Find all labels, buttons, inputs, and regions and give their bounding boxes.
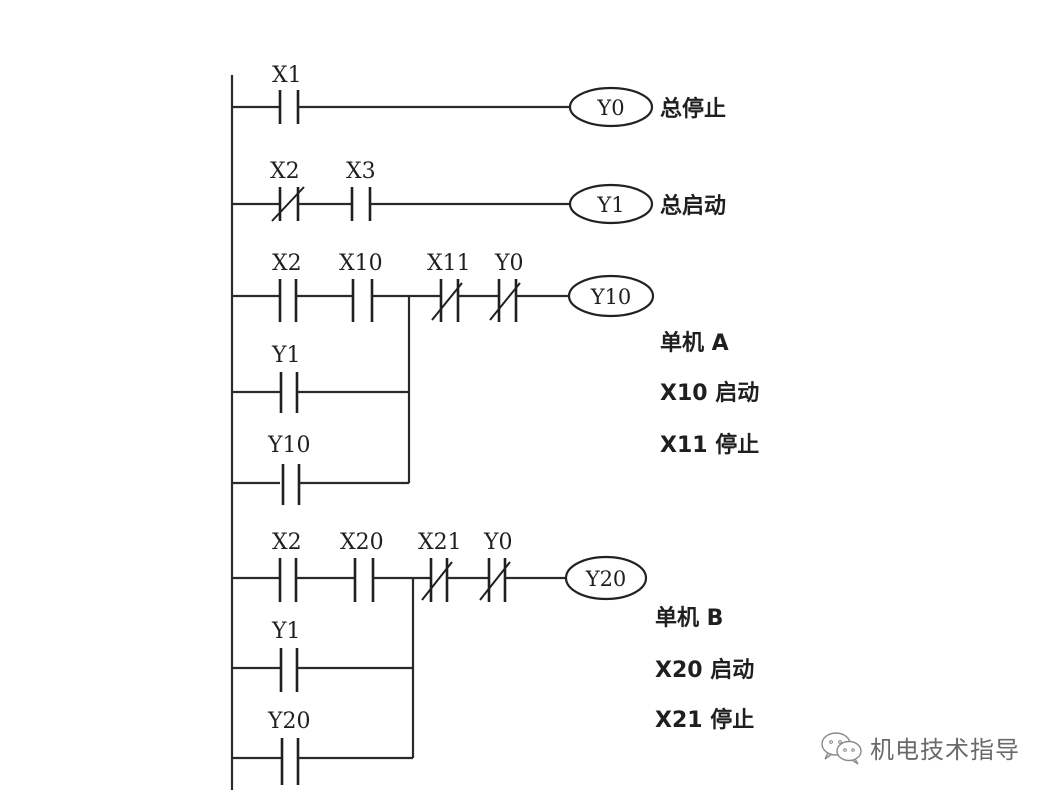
coil-label: Y0 [596,96,624,120]
coil-y10 [567,274,655,318]
coil-label: Y20 [585,567,627,591]
rung-3: X2 X10 X11 Y0 Y10 Y1 [232,251,759,505]
contact-label: Y1 [271,343,301,368]
contact-nc-x11 [431,279,463,322]
coil-label: Y10 [590,285,632,309]
branch-contact-no-y20 [280,738,300,785]
contact-label: X21 [418,530,462,555]
contact-label: Y20 [267,709,311,734]
branch-contact-no-y1 [279,372,299,413]
contact-label: Y10 [267,433,311,458]
rung-note: 总启动 [660,193,726,219]
rung-note: 单机 B [655,606,723,631]
rung-note: X21 停止 [655,707,754,733]
rung-note: 单机 A [660,331,729,356]
contact-label: Y0 [483,530,513,555]
rung-note: X11 停止 [660,432,759,458]
rung-note: X20 启动 [655,657,754,683]
contact-label: Y1 [271,619,301,644]
contact-no-x2 [278,279,298,322]
contact-label: Y0 [494,251,524,276]
contact-label: X20 [340,530,384,555]
contact-no-x20 [353,558,375,602]
coil-y20 [564,555,648,601]
contact-no-x1 [278,90,300,124]
contact-nc-y0 [479,558,511,602]
watermark-text: 机电技术指导 [870,736,1020,764]
contact-no-x2 [278,558,298,602]
contact-label: X10 [339,251,383,276]
rung-note: X10 启动 [660,380,759,406]
coil-y0 [568,86,654,128]
contact-label: X2 [272,530,302,555]
coil-label: Y1 [596,193,624,217]
contact-no-x3 [350,187,372,221]
contact-label: X11 [427,251,471,276]
rung-note: 总停止 [660,96,726,122]
rung-2: X2 X3 Y1 总启动 [232,159,726,225]
contact-label: X2 [272,251,302,276]
branch-contact-no-y1 [279,648,299,692]
rung-1: X1 Y0 总停止 [232,63,726,128]
contact-nc-y0 [489,279,521,322]
branch-contact-no-y10 [281,464,301,505]
watermark: 机电技术指导 [820,730,1020,765]
contact-label: X1 [272,63,302,88]
contact-label: X2 [270,159,300,184]
contact-nc-x21 [421,558,453,602]
contact-no-x10 [351,279,374,322]
coil-y1 [568,183,654,225]
wechat-icon [821,731,862,765]
rung-4: X2 X20 X21 Y0 Y20 Y1 [232,530,754,785]
contact-label: X3 [346,159,376,184]
